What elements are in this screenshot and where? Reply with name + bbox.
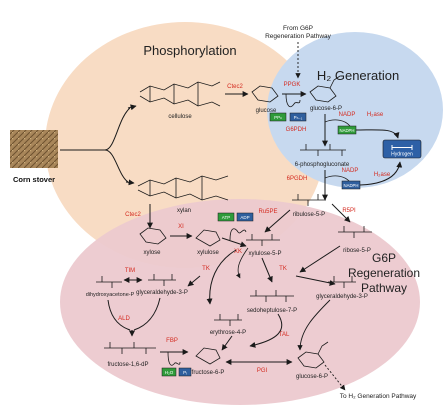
g6p-title-line-3: Pathway [361, 281, 407, 295]
dihydroxyacetone-p-label: dihydroxyacetone-P [86, 292, 135, 298]
ribulose-5-p-label: ribulose-5-P [293, 212, 325, 218]
enzyme-fbp: FBP [166, 338, 178, 344]
enzyme-xk: XK [234, 249, 242, 255]
cofactor-adp-box [236, 212, 254, 222]
enzyme-r5pi: R5PI [342, 208, 356, 214]
cofactor-pn1-box [289, 112, 307, 122]
cofactor-h2o: H₂O [165, 370, 174, 375]
fructose-16-dp-structure [104, 342, 156, 354]
enzyme-h2ase-top: H₂ase [367, 112, 384, 118]
hydrogen-label: Hydrogen [391, 152, 413, 158]
corn-stover-image [10, 130, 58, 168]
cellulose-label: cellulose [168, 114, 192, 120]
g6p-title-line-2: Regeneration [348, 266, 420, 280]
fructose-16-dp-label: fructose-1,6-dP [107, 362, 148, 368]
h2-generation-title: H₂ Generation [317, 68, 399, 83]
enzyme-tim: TIM [125, 268, 135, 274]
xylan-label: xylan [177, 208, 191, 214]
enzyme-nadp-bottom: NADP [342, 168, 359, 174]
enzyme-tk-mid: TK [202, 266, 210, 272]
enzyme-nadp-top: NADP [339, 112, 356, 118]
cofactor-nadph-2: NADPH [343, 183, 358, 188]
sedoheptulose-7-p-structure [250, 290, 294, 302]
ribose-5-p-label: ribose-5-P [343, 248, 371, 254]
phosphogluconate-label: 6-phosphogluconate [295, 162, 350, 168]
ribulose-5-p-structure [292, 194, 326, 206]
h2-generation-region [267, 32, 443, 188]
glucose-6-p-label: glucose-6-P [310, 106, 342, 112]
from-g6p-note-line-2: Regeneration Pathway [265, 33, 332, 40]
glucose-6-p-structure [309, 75, 341, 103]
glyceraldehyde-3-p-left-label: glyceraldehyde-3-P [136, 290, 188, 296]
xylulose-5-p-label: xylulose-5-P [248, 251, 281, 257]
erythrose-4-p-structure [214, 314, 242, 326]
glyceraldehyde-3-p-left-structure [148, 274, 176, 286]
hydrogen-icon [391, 145, 413, 150]
enzyme-g6pdh: G6PDH [286, 127, 307, 133]
glucose-6-p-bottom-structure [297, 341, 329, 369]
xylulose-label: xylulose [197, 250, 219, 256]
hydrogen-product [382, 139, 422, 159]
enzyme-tal: TAL [279, 332, 290, 338]
enzyme-ald: ALD [118, 316, 130, 322]
enzyme-tk-top: TK [279, 266, 287, 272]
glucose-6-p-bottom-label: glucose-6-P [296, 374, 328, 380]
xylose-structure [139, 227, 167, 245]
enzyme-ppgk: PPGK [284, 82, 301, 88]
xylulose-5-p-structure [246, 234, 280, 246]
cofactor-nadph: NADPH [339, 128, 354, 133]
enzyme-ru5pe: Ru5PE [258, 209, 277, 215]
g6p-title-line-1: G6P [372, 251, 396, 265]
dihydroxyacetone-p-structure [96, 276, 122, 288]
glucose-structure [251, 85, 279, 103]
cofactor-adp: ADP [240, 215, 249, 220]
fructose-6-p-structure [195, 347, 221, 365]
phosphogluconate-structure [300, 144, 346, 156]
cofactor-pi: Pᵢ [183, 370, 187, 375]
fructose-6-p-label: fructose-6-P [192, 370, 225, 376]
enzyme-ctec2-bottom: Ctec2 [125, 212, 141, 218]
enzyme-pgi: PGI [257, 368, 268, 374]
cellulose-structure [139, 81, 221, 107]
xylulose-structure [195, 229, 221, 247]
erythrose-4-p-label: erythrose-4-P [210, 330, 246, 336]
cofactor-pi-box [178, 367, 192, 377]
cofactor-atp: ATP [222, 215, 230, 220]
cofactor-atp-box [217, 212, 235, 222]
corn-stover-label: Corn stover [13, 175, 55, 184]
enzyme-ctec2-top: Ctec2 [227, 84, 243, 90]
phosphorylation-title: Phosphorylation [143, 43, 236, 58]
cofactor-h2o-box [161, 367, 177, 377]
glyceraldehyde-3-p-top-label: glyceraldehyde-3-P [316, 294, 368, 300]
enzyme-h2ase-bottom: H₂ase [374, 172, 391, 178]
stover-to-polymers-arrows [60, 107, 131, 183]
cofactor-ppn: PPₙ [274, 115, 282, 120]
glyceraldehyde-3-p-top-structure [328, 276, 356, 288]
to-h2-note: To H₂ Generation Pathway [340, 393, 417, 400]
to-h2-arrow [324, 364, 346, 391]
glucose-label: glucose [256, 108, 277, 114]
cofactor-ppn-box [269, 112, 287, 122]
enzyme-6pgdh: 6PGDH [287, 176, 308, 182]
xylose-label: xylose [143, 250, 161, 256]
sedoheptulose-7-p-label: sedoheptulose-7-P [247, 308, 297, 314]
ribose-5-p-structure [338, 226, 372, 238]
enzyme-xi: XI [178, 224, 184, 230]
xylan-structure [137, 175, 229, 201]
cofactor-pn1: Pₙ₋₁ [294, 115, 303, 120]
from-g6p-note-line-1: From G6P [283, 25, 313, 32]
g6p-regeneration-region [60, 199, 420, 405]
